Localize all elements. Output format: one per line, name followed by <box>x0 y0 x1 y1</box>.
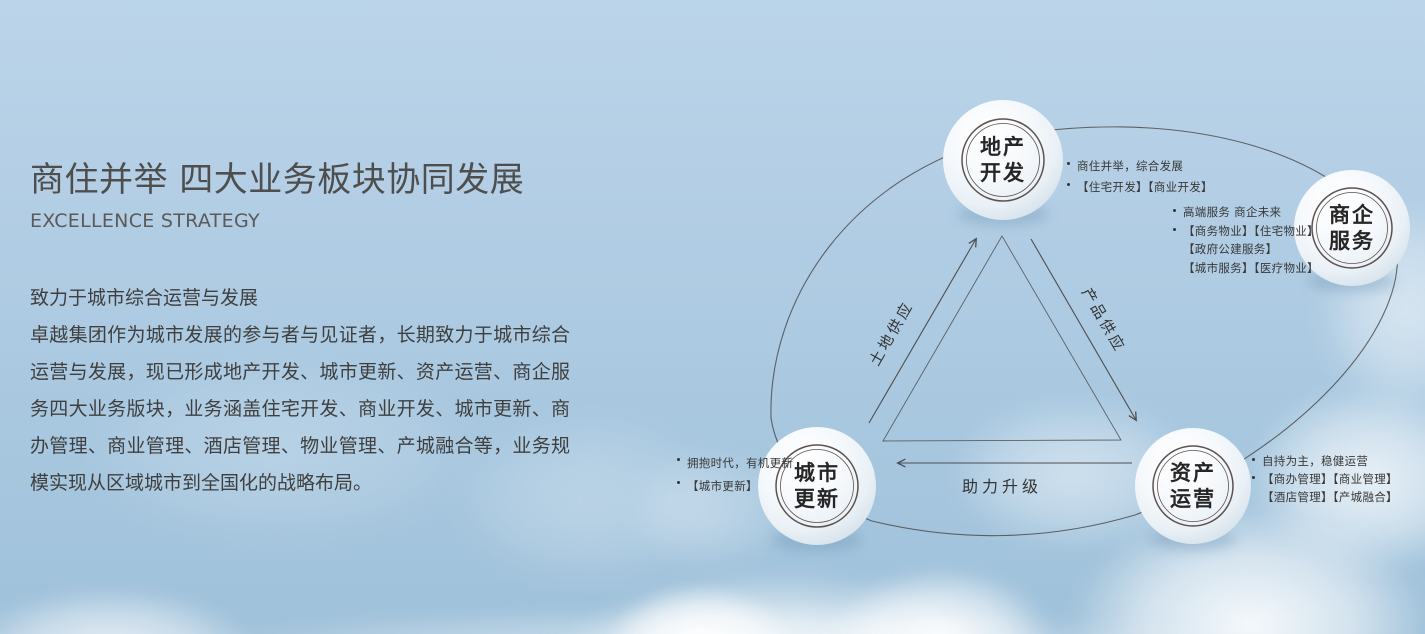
node-property-development-sphere <box>943 100 1063 220</box>
bullets-commercial-services: 高端服务 商企未来 【商务物业】【住宅物业】 【政府公建服务】 【城市服务】【医… <box>1172 203 1319 277</box>
bullet-item: 【酒店管理】【产城融合】 <box>1262 490 1398 504</box>
node-label-urban-renewal: 城市 更新 <box>794 461 840 511</box>
bullet-item: 高端服务 商企未来 <box>1172 203 1319 222</box>
node-label-asset-operation: 资产 运营 <box>1170 461 1216 511</box>
bullets-property-development: 商住并举，综合发展 【住宅开发】【商业开发】 <box>1066 156 1213 198</box>
intro-lead: 致力于城市综合运营与发展 <box>30 286 259 309</box>
flow-label-upgrade-support: 助力升级 <box>961 477 1043 496</box>
bullets-asset-operation: 自持为主，稳健运营 【商办管理】【商业管理】 【酒店管理】【产城融合】 <box>1251 452 1398 506</box>
bullet-item: 【政府公建服务】 <box>1183 242 1278 256</box>
bullet-item: 【住宅开发】【商业开发】 <box>1066 177 1213 198</box>
page-title: 商住并举 四大业务板块协同发展 <box>30 160 525 200</box>
bullet-item: 【城市更新】 <box>676 475 793 498</box>
bullets-urban-renewal: 拥抱时代，有机更新 【城市更新】 <box>676 452 793 498</box>
synergy-triangle <box>882 235 1122 442</box>
bullet-item: 自持为主，稳健运营 <box>1251 452 1398 470</box>
arrow-product-supply <box>1030 238 1136 420</box>
bullet-item: 商住并举，综合发展 <box>1066 156 1213 177</box>
node-urban-renewal-sphere <box>758 427 876 545</box>
page-subtitle: EXCELLENCE STRATEGY <box>30 209 260 232</box>
bullet-item: 【城市服务】【医疗物业】 <box>1183 260 1319 275</box>
bullet-item: 拥抱时代，有机更新 <box>676 452 793 475</box>
node-label-commercial-services: 商企 服务 <box>1329 203 1375 253</box>
intro-paragraph: 卓越集团作为城市发展的参与者与见证者，长期致力于城市综合运营与发展，现已形成地产… <box>30 323 570 494</box>
bullet-item: 【商办管理】【商业管理】 <box>1251 470 1398 488</box>
bullet-item: 【商务物业】【住宅物业】 <box>1172 222 1319 241</box>
arrow-land-supply <box>868 239 976 424</box>
node-label-property-development: 地产 开发 <box>980 135 1026 185</box>
intro-panel: 商住并举 四大业务板块协同发展 EXCELLENCE STRATEGY 致力于城… <box>30 160 570 502</box>
